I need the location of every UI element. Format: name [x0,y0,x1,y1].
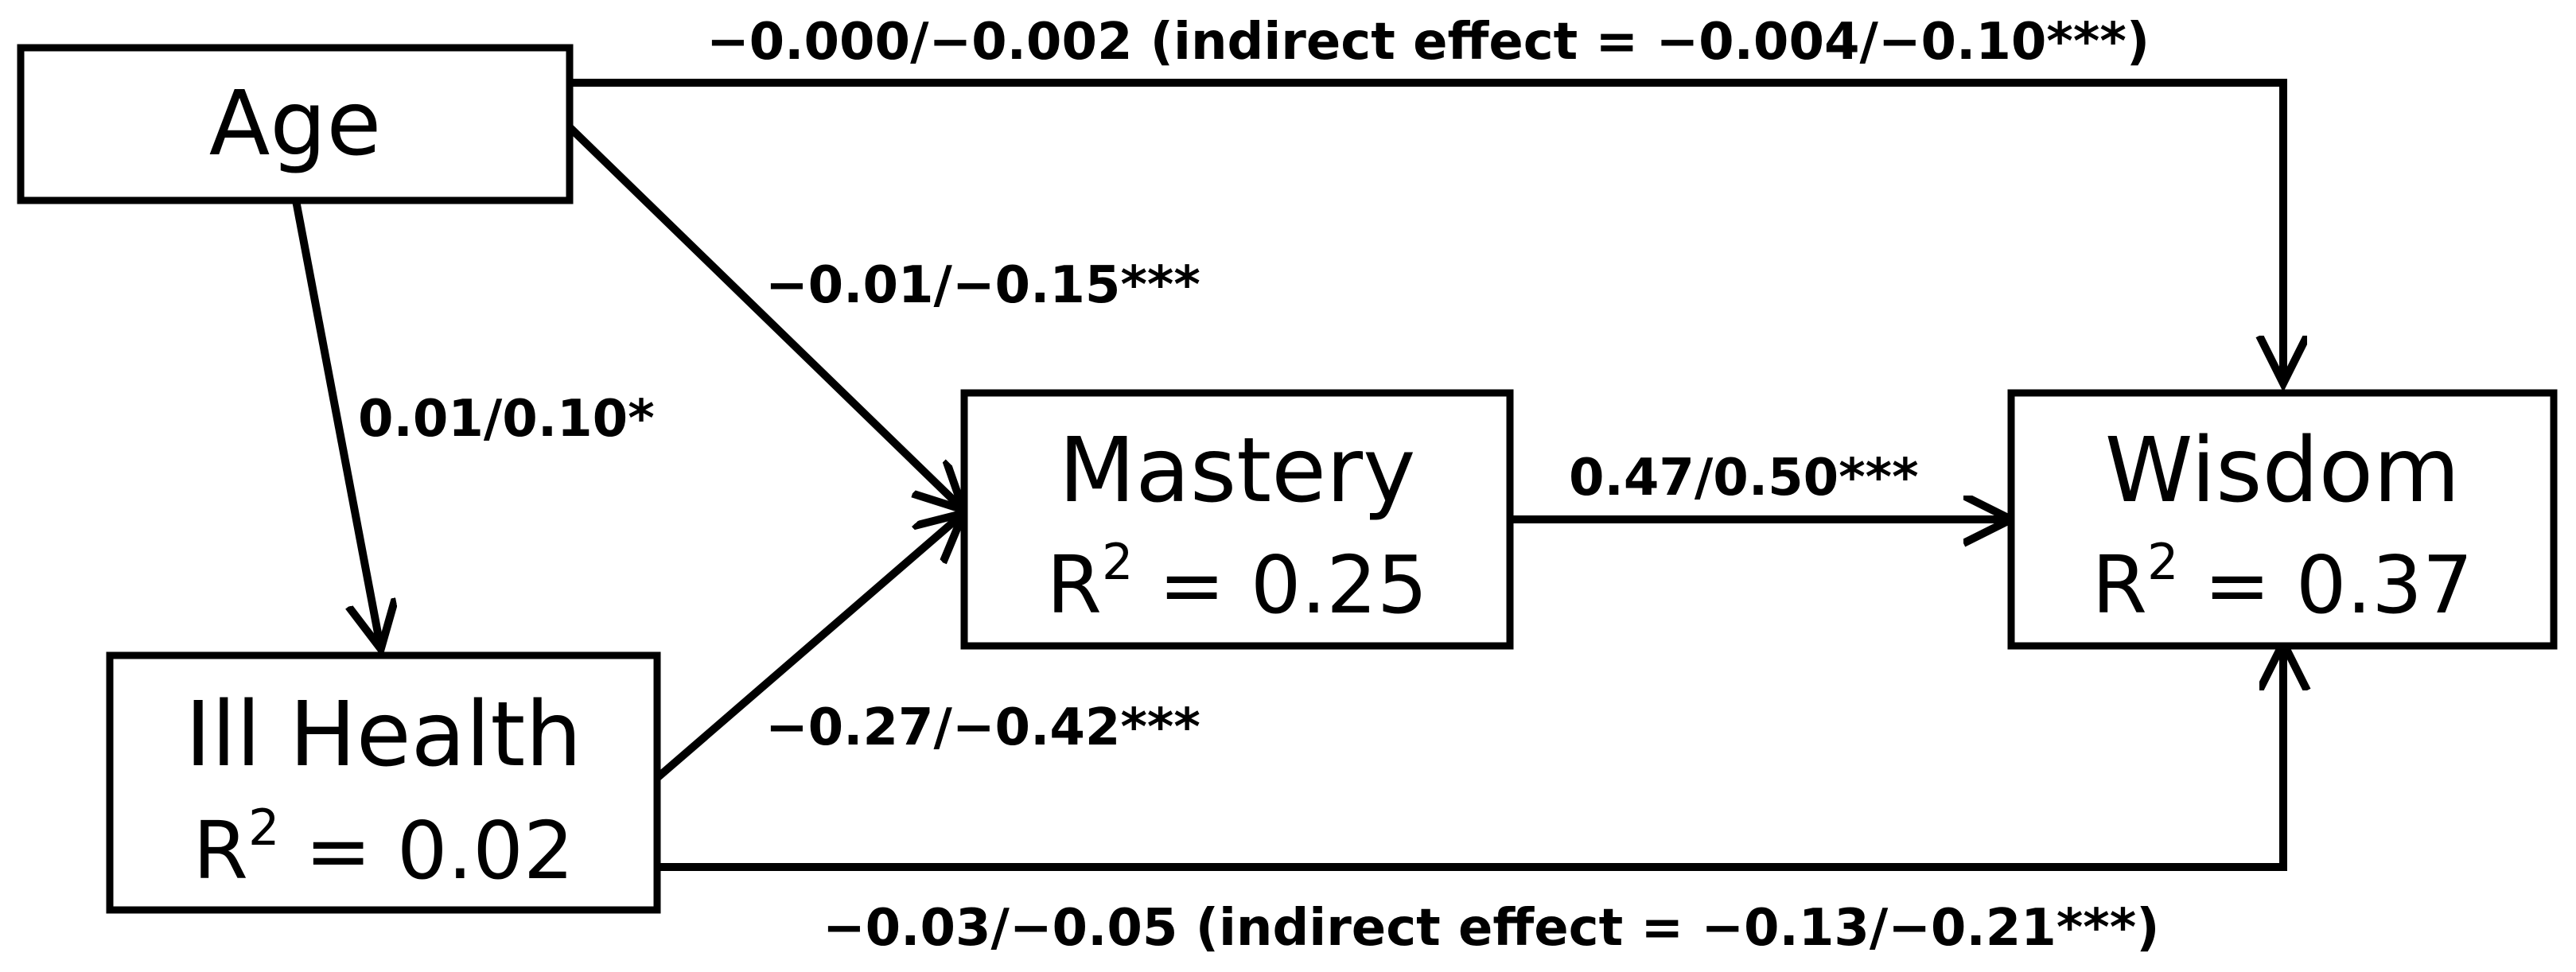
coef-ill-health-to-wisdom: −0.03/−0.05 (indirect effect = −0.13/−0.… [823,899,2159,958]
node-mastery-r2: R2 = 0.25 [1047,533,1428,632]
coef-mastery-to-wisdom: 0.47/0.50*** [1569,449,1919,507]
path-ill-health-to-wisdom [657,646,2283,871]
node-ill-health: Ill Health R2 = 0.02 [106,651,661,914]
path-age-to-mastery [566,124,961,507]
node-age-title: Age [209,72,382,176]
node-wisdom-r2: R2 = 0.37 [2092,533,2473,632]
coef-age-to-mastery: −0.01/−0.15*** [765,256,1200,315]
node-ill-health-title: Ill Health [185,683,582,787]
node-ill-health-r2: R2 = 0.02 [193,799,574,897]
path-ill-health-to-mastery [654,515,961,781]
node-wisdom-title: Wisdom [2105,419,2460,523]
node-mastery: Mastery R2 = 0.25 [960,389,1514,650]
node-mastery-title: Mastery [1059,419,1416,523]
path-age-to-ill-health [292,200,380,646]
coef-age-to-wisdom: −0.000/−0.002 (indirect effect = −0.004/… [706,13,2150,72]
node-wisdom: Wisdom R2 = 0.37 [2007,389,2558,650]
path-age-to-wisdom [570,79,2283,380]
coef-ill-health-to-mastery: −0.27/−0.42*** [765,698,1200,757]
node-age: Age [17,44,574,204]
coef-age-to-ill-health: 0.01/0.10* [358,390,655,449]
